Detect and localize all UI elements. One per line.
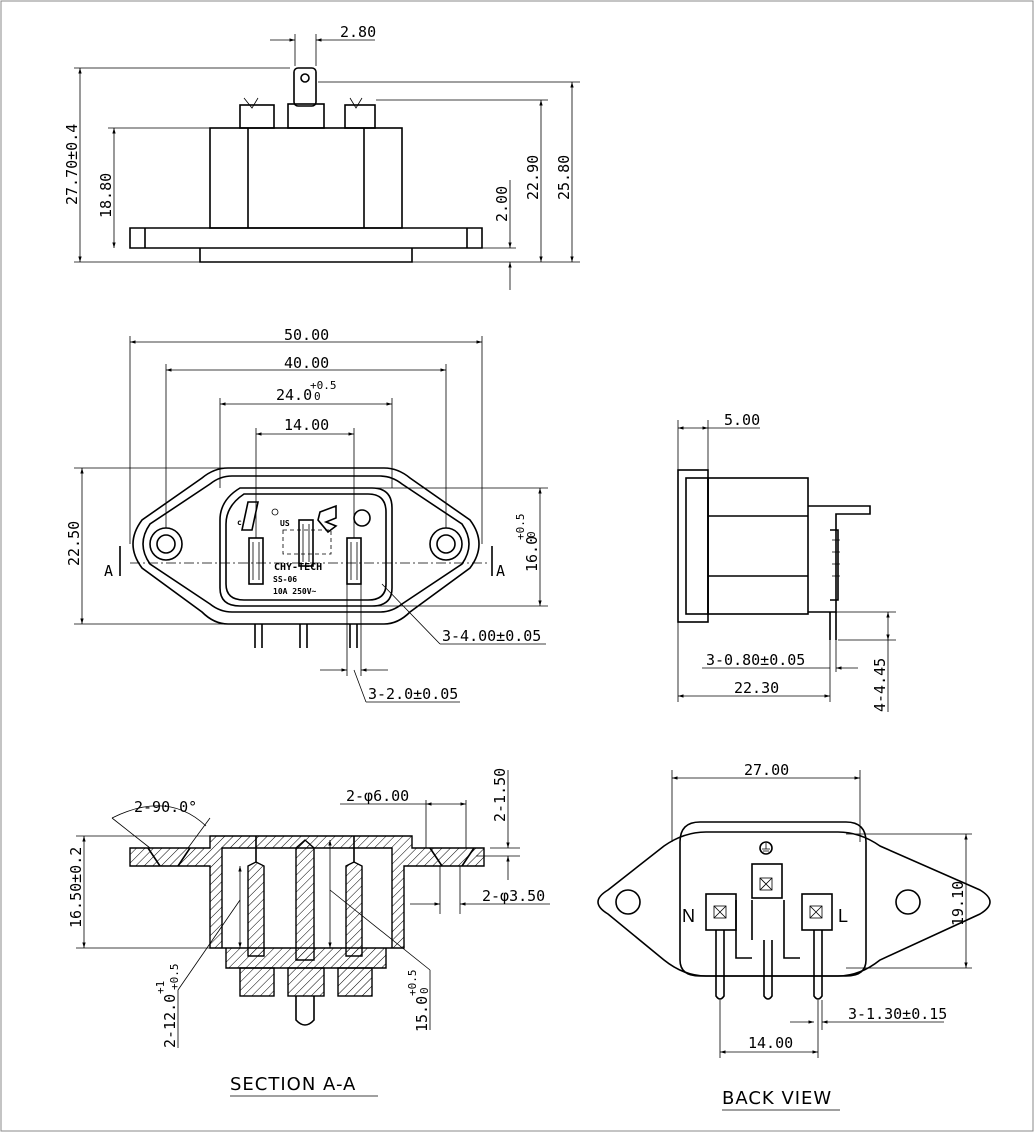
dim-h2: 25.80 [555, 155, 573, 200]
dim-csk: 2-φ6.00 [346, 787, 409, 805]
back-caption: BACK VIEW [722, 1088, 832, 1109]
section-mark-left: A [104, 562, 113, 580]
dim-panel-h: 16.0 [523, 536, 541, 572]
dim-flange-5: 5.00 [724, 411, 760, 429]
dim-pin-t: 3-0.80±0.05 [706, 651, 805, 669]
dim-hole: 2-φ3.50 [482, 887, 545, 905]
dim-flange: 2.00 [493, 186, 511, 222]
cert-c: c [237, 518, 242, 527]
dim-overall-height: 27.70±0.4 [63, 124, 81, 205]
dim-w-panel-tol2: 0 [314, 390, 321, 403]
label-neutral: N [682, 906, 695, 926]
dim-w-panel-tol: +0.5 [310, 379, 337, 392]
dim-slot: 3-2.0±0.05 [368, 685, 458, 703]
dim-pitch: 14.00 [748, 1034, 793, 1052]
dim-pin-len-tol1: +1 [154, 981, 167, 994]
front-view: c US CHY-TECH SS-06 10A 250V~ A A 50.00 … [65, 326, 548, 703]
dim-w-holes: 40.00 [284, 354, 329, 372]
dim-w-pins: 14.00 [284, 416, 329, 434]
back-view: N L 27.00 19.10 14.00 3-1.30±0.15 BACK V… [597, 761, 991, 1111]
section-caption: SECTION A-A [230, 1074, 356, 1095]
marking-brand: CHY-TECH [274, 562, 322, 573]
dim-panel-h-tol2: 0 [525, 531, 538, 538]
dim-angle: 2-90.0° [134, 798, 197, 816]
dim-back-height: 19.10 [949, 881, 967, 926]
dim-pin-width: 2.80 [340, 23, 376, 41]
dim-pin-w: 3-1.30±0.15 [848, 1005, 947, 1023]
dim-section-height: 16.50±0.2 [67, 847, 85, 928]
dim-csk-depth: 2-1.50 [491, 768, 509, 822]
dim-pin-len-tol2: +0.5 [168, 964, 181, 991]
marking-model: SS-06 [273, 575, 297, 584]
cert-us: US [280, 519, 290, 528]
dim-body-height: 18.80 [97, 173, 115, 218]
label-line: L [838, 906, 848, 926]
marking-rating: 10A 250V~ [273, 587, 317, 596]
dim-holes: 3-4.00±0.05 [442, 627, 541, 645]
dim-height: 22.50 [65, 521, 83, 566]
section-mark-right: A [496, 562, 505, 580]
dim-w-total: 50.00 [284, 326, 329, 344]
section-view: 2-90.0° 16.50±0.2 2-φ6.00 2-1.50 2-φ3.50… [67, 768, 550, 1097]
dim-pin-len: 2-12.0 [161, 994, 179, 1048]
dim-center-tol1: +0.5 [406, 970, 419, 997]
dim-w-panel: 24.0 [276, 386, 312, 404]
side-view: 5.00 3-0.80±0.05 22.30 4-4.45 [677, 411, 896, 712]
dim-h1: 22.90 [524, 155, 542, 200]
dim-center-tol2: 0 [418, 987, 431, 994]
dim-center-len: 15.0 [413, 996, 431, 1032]
dim-pin-len: 4-4.45 [871, 658, 889, 712]
dim-panel-h-tol: +0.5 [514, 514, 527, 541]
top-view: 2.80 27.70±0.4 18.80 25.80 22.90 2.00 [63, 23, 580, 290]
dim-depth: 22.30 [734, 679, 779, 697]
dim-back-width: 27.00 [744, 761, 789, 779]
